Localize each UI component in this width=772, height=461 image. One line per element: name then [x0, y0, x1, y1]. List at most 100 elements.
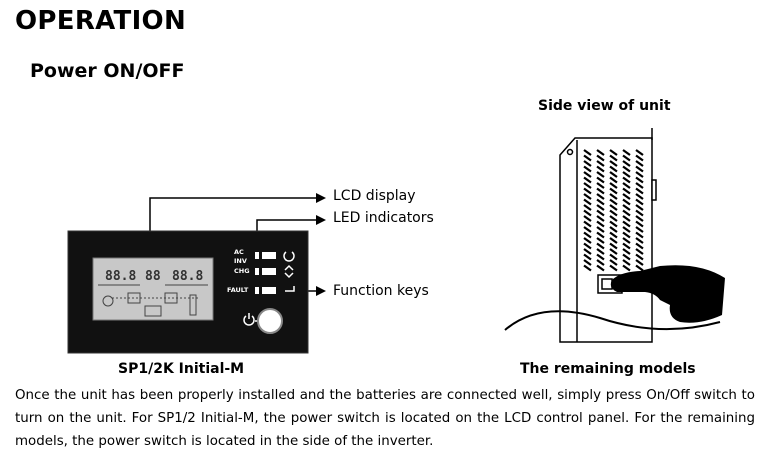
- power-button[interactable]: [257, 308, 283, 334]
- vent-slot: [583, 248, 592, 255]
- up-key-icon: [284, 264, 294, 271]
- vent-slot: [596, 149, 605, 156]
- vent-slot: [635, 154, 644, 162]
- vent-slot: [635, 237, 644, 244]
- vent-slot: [609, 187, 618, 195]
- vent-slot: [596, 154, 605, 162]
- enter-key-icon: [285, 286, 295, 292]
- vent-slot: [622, 220, 631, 228]
- vent-slot: [622, 204, 631, 211]
- vent-slot: [609, 264, 618, 272]
- vent-slot: [622, 237, 631, 244]
- vent-slot: [583, 259, 592, 266]
- vent-slot: [583, 209, 592, 217]
- vent-slot: [596, 242, 605, 250]
- vent-slot: [609, 149, 618, 156]
- vent-slot: [583, 215, 592, 222]
- vent-slot: [583, 253, 592, 261]
- vent-slot: [622, 176, 631, 184]
- page-title: OPERATION: [15, 6, 187, 36]
- lcd-digits-mid: 88: [145, 269, 161, 284]
- vent-slot: [609, 209, 618, 217]
- vent-slot: [596, 231, 605, 239]
- vent-slot: [596, 204, 605, 211]
- vent-slot: [596, 264, 605, 272]
- vent-slot: [622, 242, 631, 250]
- vent-slot: [635, 215, 644, 222]
- vent-slot: [596, 215, 605, 222]
- vent-slot: [622, 215, 631, 222]
- left-figure-caption: SP1/2K Initial-M: [118, 361, 245, 377]
- led-fault-label: FAULT: [227, 286, 249, 294]
- vent-slot: [583, 237, 592, 244]
- vent-slot: [609, 231, 618, 239]
- lcd-digits-left: 88.8: [105, 269, 136, 284]
- vent-slot: [583, 193, 592, 200]
- vent-slot: [583, 182, 592, 189]
- vent-slot: [583, 149, 592, 156]
- vent-slot: [622, 193, 631, 200]
- section-heading: Power ON/OFF: [30, 60, 185, 82]
- vent-slot: [609, 259, 618, 266]
- vent-slot: [635, 242, 644, 250]
- vent-slot: [622, 198, 631, 206]
- vent-slot: [609, 198, 618, 206]
- vent-slot: [596, 220, 605, 228]
- vent-slot: [622, 171, 631, 178]
- vent-slot: [609, 182, 618, 189]
- vent-slot: [583, 226, 592, 233]
- vent-slot: [583, 198, 592, 206]
- vent-slot: [635, 220, 644, 228]
- callout-led-indicators: LED indicators: [333, 210, 434, 226]
- vent-slot: [609, 253, 618, 261]
- vent-slot: [609, 204, 618, 211]
- vent-slot: [583, 171, 592, 178]
- vent-slot: [609, 176, 618, 184]
- vent-slot: [583, 231, 592, 239]
- vent-slot: [609, 237, 618, 244]
- vent-slot: [635, 248, 644, 255]
- vent-slot: [622, 187, 631, 195]
- vent-slot: [596, 226, 605, 233]
- vent-slot: [583, 160, 592, 167]
- vent-slot: [609, 248, 618, 255]
- vent-slot: [635, 165, 644, 173]
- vent-slot: [635, 176, 644, 184]
- vent-slot: [635, 187, 644, 195]
- vent-slot: [583, 187, 592, 195]
- vent-slot: [635, 259, 644, 266]
- vent-slot: [609, 220, 618, 228]
- vent-slot: [622, 226, 631, 233]
- vent-slot: [609, 215, 618, 222]
- vent-slot: [596, 237, 605, 244]
- escape-key-icon: [283, 251, 295, 262]
- vent-slot: [583, 220, 592, 228]
- led-ac-label: AC: [234, 248, 244, 256]
- callout-lcd-display: LCD display: [333, 188, 416, 204]
- vent-slot: [635, 226, 644, 233]
- vent-slot: [609, 226, 618, 233]
- vent-slot: [596, 209, 605, 217]
- hand-icon: [610, 265, 725, 323]
- vent-slot: [609, 154, 618, 162]
- vent-slot: [609, 193, 618, 200]
- vent-slot: [583, 154, 592, 162]
- vent-slot: [596, 176, 605, 184]
- vent-slot: [635, 182, 644, 189]
- vent-slot: [609, 242, 618, 250]
- vent-slot: [635, 160, 644, 167]
- power-symbol-icon: [243, 313, 255, 326]
- vent-slot: [635, 253, 644, 261]
- vent-slot: [583, 165, 592, 173]
- vent-slot: [583, 176, 592, 184]
- down-key-icon: [284, 272, 294, 279]
- vent-slot: [622, 231, 631, 239]
- vent-slot: [635, 171, 644, 178]
- vent-slot: [596, 187, 605, 195]
- vent-slot: [609, 160, 618, 167]
- vent-slot: [622, 253, 631, 261]
- vent-slot: [596, 253, 605, 261]
- side-view-title: Side view of unit: [538, 98, 671, 114]
- vent-slot: [622, 160, 631, 167]
